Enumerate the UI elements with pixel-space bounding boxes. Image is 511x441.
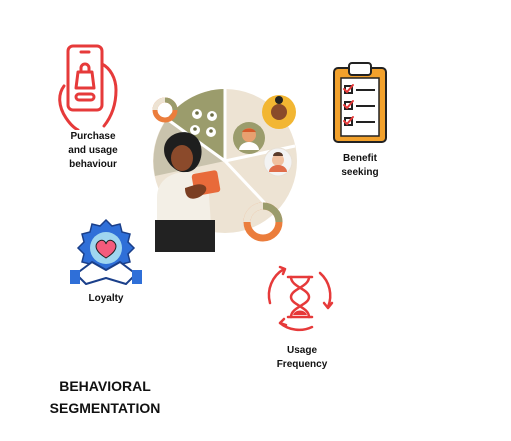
benefit-label-line1: Benefit — [343, 153, 377, 164]
loyalty-label: Loyalty — [88, 293, 124, 304]
usage-frequency-line1: Usage — [286, 345, 317, 356]
purchase-label-line1: Purchase — [70, 131, 116, 142]
checklist-clipboard-icon — [333, 62, 387, 143]
mini-donut-icon — [152, 97, 178, 123]
purchase-label-line3: behaviour — [69, 159, 117, 170]
page-title: BEHAVIORAL SEGMENTATION — [20, 375, 190, 419]
customer-segments-illustration — [153, 89, 297, 252]
shopping-phone-icon — [58, 44, 118, 130]
title-line1: BEHAVIORAL — [59, 378, 151, 394]
handshake-heart-icon — [70, 218, 142, 285]
title-line2: SEGMENTATION — [49, 400, 161, 416]
benefit-label-line2: seeking — [341, 167, 379, 178]
purchase-label-line2: and usage — [68, 145, 118, 156]
hourglass-cycle-icon — [267, 265, 334, 332]
usage-frequency-line2: Frequency — [276, 359, 328, 370]
